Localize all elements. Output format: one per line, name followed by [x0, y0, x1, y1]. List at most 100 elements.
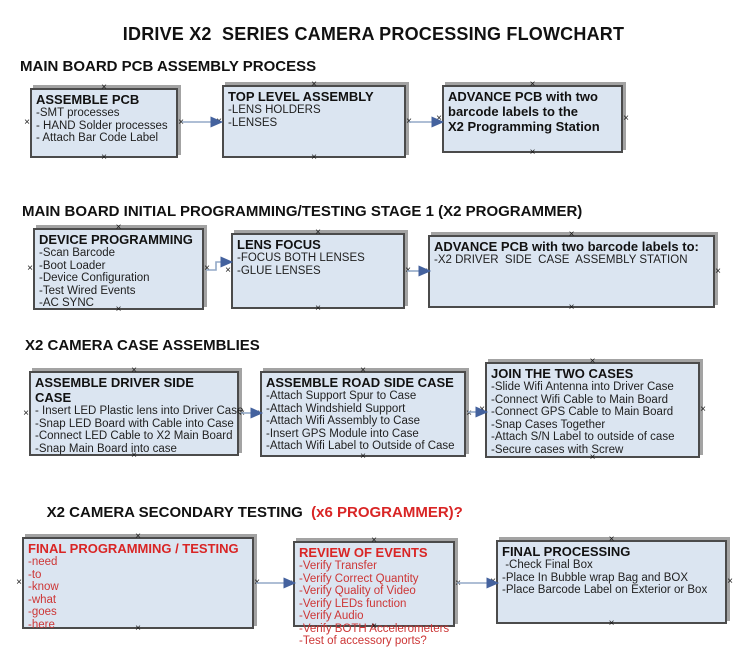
box-item: -know	[28, 581, 59, 593]
box-item: -Attach S/N Label to outside of case	[491, 431, 675, 443]
box-item: -Place In Bubble wrap Bag and BOX	[502, 571, 689, 584]
box-item: -Connect Wifi Cable to Main Board	[491, 393, 669, 406]
box-item: -Snap LED Board with Cable into Case	[35, 417, 234, 430]
section-heading-secondary-testing-red: (x6 PROGRAMMER)?	[311, 504, 463, 521]
connection-anchor-icon: ×	[479, 404, 485, 415]
connection-anchor-icon: ×	[490, 576, 496, 587]
connection-anchor-icon: ×	[204, 263, 210, 274]
box-item: -Attach Support Spur to Case	[266, 390, 417, 402]
connection-anchor-icon: ×	[371, 535, 377, 546]
connection-anchor-icon: ×	[360, 451, 366, 462]
section-heading-pcb-assembly: MAIN BOARD PCB ASSEMBLY PROCESS	[20, 58, 317, 75]
flow-box-advance-pcb-programming-station[interactable]: × × × × ADVANCE PCB with two barcode lab…	[436, 80, 629, 158]
box-item: -Snap Main Board into case	[35, 442, 177, 455]
flow-box-lens-focus[interactable]: × × × × LENS FOCUS -FOCUS BOTH LENSES -G…	[225, 228, 411, 314]
box-item: -SMT processes	[36, 107, 120, 119]
connection-anchor-icon: ×	[16, 577, 22, 588]
connection-anchor-icon: ×	[422, 265, 428, 277]
connection-anchor-icon: ×	[727, 576, 733, 587]
flow-box-device-programming[interactable]: × × × × DEVICE PROGRAMMING -Scan Barcode…	[27, 223, 210, 315]
connection-anchor-icon: ×	[131, 450, 137, 461]
box-item: -Check Final Box	[502, 559, 593, 571]
section-heading-initial-programming: MAIN BOARD INITIAL PROGRAMMING/TESTING S…	[22, 203, 583, 220]
connection-anchor-icon: ×	[24, 117, 30, 128]
flow-box-final-processing[interactable]: × × × × FINAL PROCESSING -Check Final Bo…	[490, 535, 733, 629]
box-item: -need	[28, 556, 58, 568]
connection-anchor-icon: ×	[101, 152, 107, 163]
connection-anchor-icon: ×	[254, 577, 260, 588]
box-title: DEVICE PROGRAMMING	[39, 232, 193, 247]
connection-anchor-icon: ×	[311, 152, 317, 163]
connection-anchor-icon: ×	[178, 117, 184, 128]
box-title: FINAL PROGRAMMING / TESTING	[28, 541, 239, 556]
box-item: -Verify LEDs function	[299, 597, 407, 610]
box-item: -Connect GPS Cable to Main Board	[491, 406, 674, 418]
section-heading-secondary-testing-black: X2 CAMERA SECONDARY TESTING	[46, 504, 312, 521]
connection-anchor-icon: ×	[529, 79, 536, 90]
connection-anchor-icon: ×	[287, 578, 293, 589]
connection-anchor-icon: ×	[589, 356, 596, 367]
connection-anchor-icon: ×	[311, 79, 317, 90]
connection-anchor-icon: ×	[700, 404, 706, 415]
connection-anchor-icon: ×	[315, 227, 321, 238]
flow-box-assemble-pcb[interactable]: × × × × ASSEMBLE PCB -SMT processes - HA…	[24, 83, 184, 163]
page-title: IDRIVE X2 SERIES CAMERA PROCESSING FLOWC…	[122, 24, 625, 44]
box-item: -Verify Quality of Video	[299, 585, 416, 597]
box-title: ASSEMBLE ROAD SIDE CASE	[266, 375, 454, 390]
box-item: -LENS HOLDERS	[228, 104, 321, 116]
box-title: ADVANCE PCB with two barcode labels to:	[434, 239, 699, 254]
section-heading-secondary-testing: X2 CAMERA SECONDARY TESTING (x6 PROGRAMM…	[30, 487, 463, 538]
connection-anchor-icon: ×	[466, 408, 472, 419]
flow-box-assemble-road-side-case[interactable]: × × × × ASSEMBLE ROAD SIDE CASE -Attach …	[254, 366, 472, 462]
box-item: -to	[28, 568, 42, 581]
box-item: -Secure cases with Screw	[491, 443, 624, 456]
box-item: -Device Configuration	[39, 272, 150, 284]
box-title: JOIN THE TWO CASES	[491, 366, 634, 381]
flow-box-review-of-events[interactable]: × × × × REVIEW OF EVENTS -Verify Transfe…	[287, 536, 461, 648]
box-title: LENS FOCUS	[237, 237, 321, 252]
box-item: -Snap Cases Together	[491, 418, 606, 431]
box-item: -LENSES	[228, 116, 278, 129]
box-item: -Test of accessory ports?	[299, 635, 427, 647]
box-item: -X2 DRIVER SIDE CASE ASSEMBLY STATION	[434, 254, 688, 266]
box-item: -GLUE LENSES	[237, 264, 321, 277]
flow-box-assemble-driver-side-case[interactable]: × × × × ASSEMBLE DRIVER SIDE CASE - Inse…	[23, 366, 245, 461]
box-item: -here	[28, 618, 55, 631]
connection-anchor-icon: ×	[115, 222, 122, 233]
box-title: ASSEMBLE PCB	[36, 92, 140, 107]
connection-anchor-icon: ×	[406, 115, 412, 127]
box-title: REVIEW OF EVENTS	[299, 545, 428, 560]
box-item: -Boot Loader	[39, 259, 106, 272]
connection-anchor-icon: ×	[623, 113, 629, 124]
connection-anchor-icon: ×	[568, 302, 575, 313]
connection-anchor-icon: ×	[371, 621, 377, 632]
box-item: -Connect LED Cable to X2 Main Board	[35, 430, 233, 442]
connection-anchor-icon: ×	[23, 407, 29, 419]
box-item: -Place Barcode Label on Exterior or Box	[502, 584, 708, 596]
connection-anchor-icon: ×	[135, 623, 141, 634]
box-item: -AC SYNC	[39, 297, 94, 309]
box-item: -Attach Wifi Label to Outside of Case	[266, 440, 455, 452]
box-item: -FOCUS BOTH LENSES	[237, 252, 365, 264]
flow-box-join-the-two-cases[interactable]: × × × × JOIN THE TWO CASES -Slide Wifi A…	[479, 357, 706, 463]
box-item: - Insert LED Plastic lens into Driver Ca…	[35, 405, 244, 417]
connection-anchor-icon: ×	[216, 115, 222, 127]
box-item: -Verify Transfer	[299, 560, 377, 572]
box-item: -Verify Correct Quantity	[299, 572, 419, 585]
connection-anchor-icon: ×	[315, 303, 321, 314]
connection-anchor-icon: ×	[115, 304, 122, 315]
flow-box-advance-pcb-case-assembly[interactable]: × × × × ADVANCE PCB with two barcode lab…	[422, 230, 721, 313]
section-heading-case-assemblies: X2 CAMERA CASE ASSEMBLIES	[25, 337, 260, 354]
box-title: FINAL PROCESSING	[502, 544, 631, 559]
connection-anchor-icon: ×	[608, 534, 615, 545]
connection-anchor-icon: ×	[608, 618, 615, 629]
connection-anchor-icon: ×	[254, 408, 260, 419]
box-item: -Scan Barcode	[39, 247, 116, 259]
box-title: ADVANCE PCB with two barcode labels to t…	[448, 89, 600, 134]
flow-box-final-programming-testing[interactable]: × × × × FINAL PROGRAMMING / TESTING -nee…	[16, 532, 260, 634]
box-item: -Insert GPS Module into Case	[266, 427, 419, 440]
flow-box-top-level-assembly[interactable]: × × × × TOP LEVEL ASSEMBLY -LENS HOLDERS…	[216, 80, 412, 163]
box-item: -goes	[28, 606, 57, 618]
connection-anchor-icon: ×	[589, 452, 596, 463]
box-item: -what	[28, 593, 57, 606]
